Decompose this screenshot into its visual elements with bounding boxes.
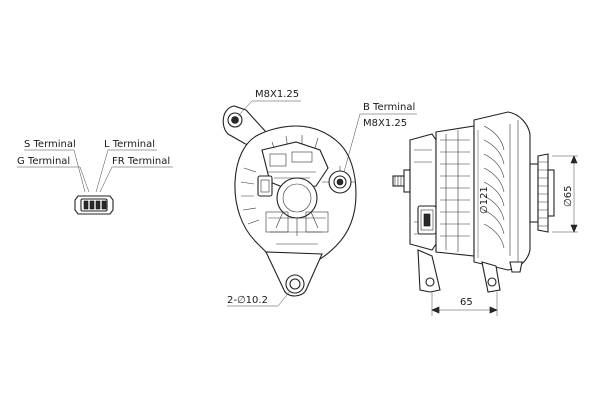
alternator-rear-view: M8X1.25 2-∅10.2 B Terminal M8X1 <box>222 89 417 307</box>
alternator-side-view: ∅121 ∅65 65 <box>392 111 578 316</box>
b-terminal-label: B Terminal <box>363 102 415 113</box>
pulley-diameter-label: ∅65 <box>563 186 574 207</box>
top-thread-label: M8X1.25 <box>255 89 299 100</box>
g-terminal-label: G Terminal <box>17 156 70 167</box>
l-terminal-label: L Terminal <box>104 139 155 150</box>
length-dimension-label: 65 <box>460 297 473 308</box>
mount-holes-label: 2-∅10.2 <box>227 295 268 306</box>
fr-terminal-label: FR Terminal <box>112 156 170 167</box>
connector-plug: S Terminal L Terminal G Terminal FR Term… <box>17 139 173 215</box>
s-terminal-label: S Terminal <box>24 139 76 150</box>
b-thread-label: M8X1.25 <box>363 118 407 129</box>
body-diameter-label: ∅121 <box>479 186 490 214</box>
